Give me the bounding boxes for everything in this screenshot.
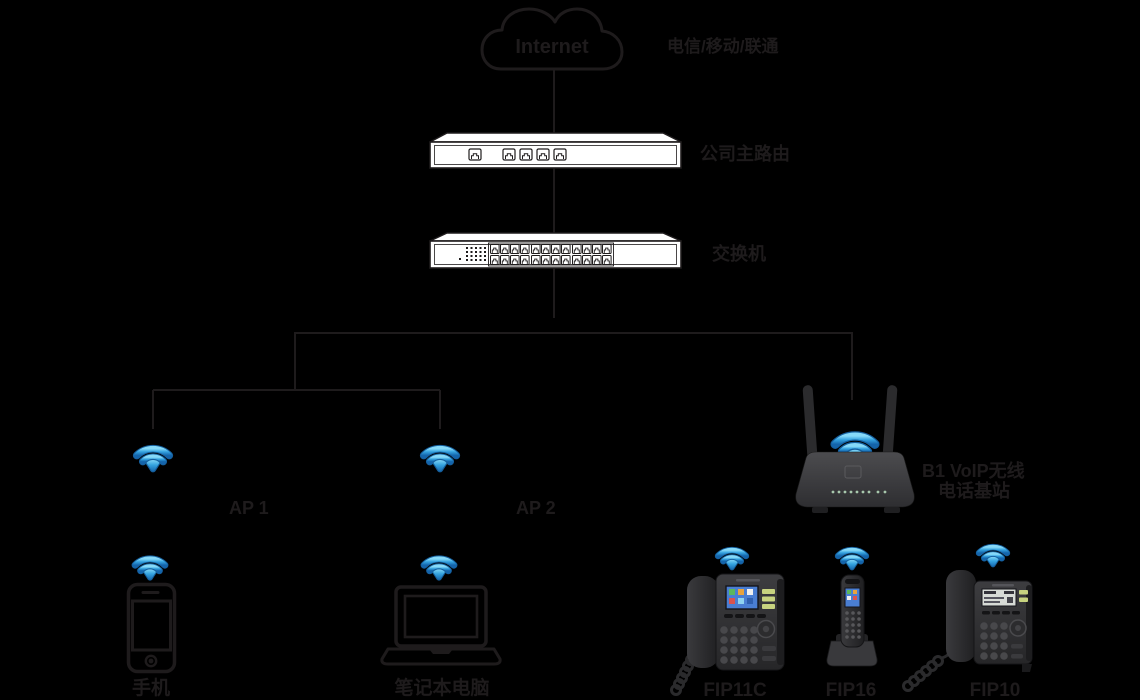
fip10-cord: [902, 651, 952, 692]
mobile-wifi-icon: [135, 559, 165, 580]
router-lan-port: [502, 148, 516, 161]
switch-label: 交换机: [712, 243, 766, 264]
fip16-keypad: [845, 611, 861, 639]
voip-base-station: [795, 385, 915, 513]
laptop-wifi-icon: [424, 559, 454, 580]
fip16-wifi-icon: [838, 550, 866, 570]
laptop: [380, 585, 502, 666]
fip11c-label: FIP11C: [703, 680, 767, 700]
router-lan-port: [519, 148, 533, 161]
fip11c-handset: [687, 576, 719, 668]
router-label: 公司主路由: [700, 143, 790, 164]
router-lan-port: [536, 148, 550, 161]
fip11c-phone: [670, 573, 785, 696]
ap1-label: AP 1: [229, 498, 269, 518]
fip11c-wifi-icon: [718, 550, 746, 570]
switch: [429, 232, 682, 269]
fip11c-line-keys: [762, 589, 775, 609]
main-router: [429, 132, 682, 169]
base-station-label-line2: 电话基站: [938, 480, 1010, 501]
laptop-label: 笔记本电脑: [394, 676, 489, 699]
fip10-phone: [902, 570, 1033, 692]
internet-label: Internet: [515, 36, 589, 58]
internet-cloud-icon: [480, 7, 624, 71]
fip16-cradle: [826, 640, 878, 667]
fip10-handset: [946, 570, 976, 662]
fip11c-keypad: [720, 626, 776, 664]
fip10-keypad: [980, 622, 1023, 660]
connection-lines: [152, 70, 853, 429]
mobile-label: 手机: [132, 676, 170, 699]
router-wan-port: [468, 148, 482, 161]
isp-label: 电信/移动/联通: [667, 36, 778, 56]
fip10-wifi-icon: [979, 547, 1007, 567]
router-lan-port: [553, 148, 567, 161]
fip10-screen-content: [984, 591, 1014, 603]
fip10-line-keys: [1019, 590, 1028, 602]
ap2-label: AP 2: [516, 498, 556, 518]
fip16-phone: [826, 574, 878, 667]
ap2-wifi-icon: [424, 449, 456, 472]
base-station-leds: [831, 490, 887, 494]
base-station-label-line1: B1 VoIP无线: [922, 460, 1025, 481]
ap1-wifi-icon: [137, 449, 169, 472]
fip11c-softkeys: [724, 614, 766, 618]
mobile-phone: [126, 582, 177, 674]
switch-led-matrix: [459, 247, 486, 261]
fip16-label: FIP16: [826, 680, 877, 700]
fip10-label: FIP10: [970, 680, 1021, 700]
fip11c-screen-icons: [729, 589, 753, 604]
fip10-softkeys: [982, 611, 1020, 615]
base-station-logo: [844, 465, 862, 479]
fip16-screen-icons: [847, 590, 857, 600]
